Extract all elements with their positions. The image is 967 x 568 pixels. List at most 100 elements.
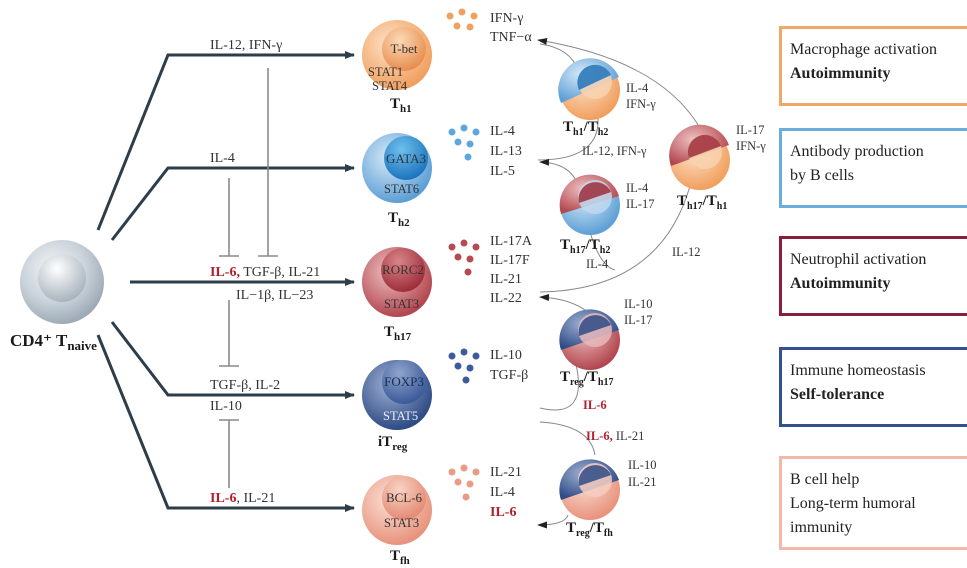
th1-inducers: IL-12, IFN-γ <box>210 38 282 53</box>
function-tfh-line1: B cell help <box>790 471 860 488</box>
il6-label: IL-6 <box>583 398 607 412</box>
tfh-inducers-rest: , IL-21 <box>236 491 275 506</box>
th1-cell: T-bet STAT1 STAT4 Th1 <box>362 20 432 115</box>
tregtfh-bsub: fh <box>604 528 613 539</box>
th17-output-2: IL-17F <box>490 253 530 268</box>
function-th2-line2: by B cells <box>790 167 854 184</box>
tregtfh-a: T <box>566 520 576 536</box>
tregth17-a: T <box>560 369 570 385</box>
th2-output-2: IL-13 <box>490 144 522 159</box>
function-th17-bold: Autoimmunity <box>790 275 891 292</box>
th2-output-3: IL-5 <box>490 164 515 179</box>
naive-sub: naive <box>67 338 97 353</box>
th1-output-1: IFN-γ <box>490 11 523 26</box>
tregtfh-asub: reg <box>576 528 590 539</box>
th1th2-cyt-1: IL-4 <box>626 81 649 95</box>
th17-il6-highlight: IL-6, <box>210 265 240 280</box>
naive-cd4-cell: CD4⁺ Tnaive <box>10 240 104 353</box>
tfh-il6-highlight: IL-6 <box>210 491 236 506</box>
th17th1-bsub: h1 <box>717 201 728 212</box>
tfh-label: T <box>390 548 400 564</box>
svg-text:iTreg: iTreg <box>378 434 408 453</box>
arrow-to-tfh <box>96 334 355 512</box>
treg-th17-cell: Treg/Th17 IL-10 IL-17 <box>559 297 652 388</box>
tfh-inducers: IL-6, IL-21 <box>210 491 275 506</box>
function-th1-line1: Macrophage activation <box>790 41 938 58</box>
arrow-to-th2 <box>110 164 355 241</box>
tfh-output-3: IL-6 <box>490 505 516 520</box>
il12-arrow <box>539 185 691 293</box>
svg-text:Th2: Th2 <box>388 210 410 229</box>
th17th2-b: T <box>590 237 600 253</box>
th17-output-3: IL-21 <box>490 272 522 287</box>
th2-transcription-factor: GATA3 <box>386 151 426 166</box>
th1th2-asub: h1 <box>573 127 584 138</box>
function-tfh-line2: Long-term humoral <box>790 495 916 512</box>
th17th1-to-th1-arrow <box>537 38 701 129</box>
function-th2-line1: Antibody production <box>790 143 924 160</box>
tregth17-bsub: h17 <box>598 377 614 388</box>
treg-secretion-dots <box>448 348 480 384</box>
tregtfh-cyt-2: IL-21 <box>628 475 656 489</box>
treg-output-1: IL-10 <box>490 348 522 363</box>
th1-transcription-factor: T-bet <box>391 41 418 56</box>
th1-stat4: STAT4 <box>372 79 408 93</box>
tfh-output-1: IL-21 <box>490 465 522 480</box>
th17th1-asub: h17 <box>687 201 703 212</box>
function-box-treg: Immune homeostasis Self-tolerance <box>779 347 967 427</box>
function-treg-line1: Immune homeostasis <box>790 362 926 379</box>
svg-text:CD4⁺ Tnaive: CD4⁺ Tnaive <box>10 331 97 353</box>
function-th1-bold: Autoimmunity <box>790 65 891 82</box>
svg-text:Th1/Th2: Th1/Th2 <box>563 119 608 138</box>
th17th2-asub: h17 <box>570 245 586 256</box>
th2-to-th1th2-arrow <box>537 117 599 161</box>
th2-label: T <box>388 210 398 226</box>
tregth17-asub: reg <box>570 377 584 388</box>
function-treg-bold: Self-tolerance <box>790 386 885 403</box>
itreg-cell: FOXP3 STAT5 iTreg <box>362 360 432 453</box>
function-th17-line1: Neutrophil activation <box>790 251 927 268</box>
tfh-sub: fh <box>400 555 410 567</box>
th2-sub: h2 <box>398 217 410 229</box>
il6b-highlight: IL-6, <box>586 429 613 443</box>
treg-tfh-arrow <box>539 421 596 456</box>
tregtfh-b: T <box>594 520 604 536</box>
il4-label: IL-4 <box>586 257 609 271</box>
th2-stat6: STAT6 <box>384 182 419 196</box>
tregth17-cyt-1: IL-10 <box>624 297 652 311</box>
th1th2-a: T <box>563 119 573 135</box>
th1-secretion-dots <box>446 8 478 31</box>
th17th1-a: T <box>677 193 687 209</box>
treg-output-2: TGF-β <box>490 368 528 383</box>
il12-label: IL-12 <box>672 245 700 259</box>
th1-output-2: TNF−α <box>490 30 532 45</box>
th1-label: T <box>390 96 400 112</box>
svg-text:Tfh: Tfh <box>390 548 410 567</box>
th1-th2-cell: Th1/Th2 IL-4 IFN-γ <box>558 58 656 138</box>
th17-cell: RORC2 STAT3 Th17 <box>362 247 432 343</box>
th17-sub: h17 <box>394 331 412 343</box>
tfh-transcription-factor: BCL-6 <box>386 490 423 505</box>
tregth17-b: T <box>588 369 598 385</box>
th17th2-bsub: h2 <box>600 245 611 256</box>
treg-label: iT <box>378 434 392 450</box>
treg-sub: reg <box>392 441 408 453</box>
svg-text:Th17/Th2: Th17/Th2 <box>560 237 610 256</box>
th17th2-to-th2-arrow <box>589 231 616 271</box>
th17-label: T <box>384 324 394 340</box>
svg-text:Treg/Th17: Treg/Th17 <box>560 369 613 388</box>
naive-label: CD4⁺ T <box>10 331 68 350</box>
th1th2-b: T <box>588 119 598 135</box>
treg-inducers-line2: IL-10 <box>210 399 242 414</box>
th1-stat1: STAT1 <box>368 65 403 79</box>
arrow-to-th1 <box>96 51 355 231</box>
th1th2-bsub: h2 <box>598 127 609 138</box>
th17-inducers-rest: TGF-β, IL-21 <box>240 265 320 280</box>
treg-il6-arrow <box>539 359 579 411</box>
differentiation-arrows <box>96 51 355 512</box>
il12-ifng-label: IL-12, IFN-γ <box>582 144 647 158</box>
th2-inducers: IL-4 <box>210 151 235 166</box>
tregtfh-cyt-1: IL-10 <box>628 458 656 472</box>
